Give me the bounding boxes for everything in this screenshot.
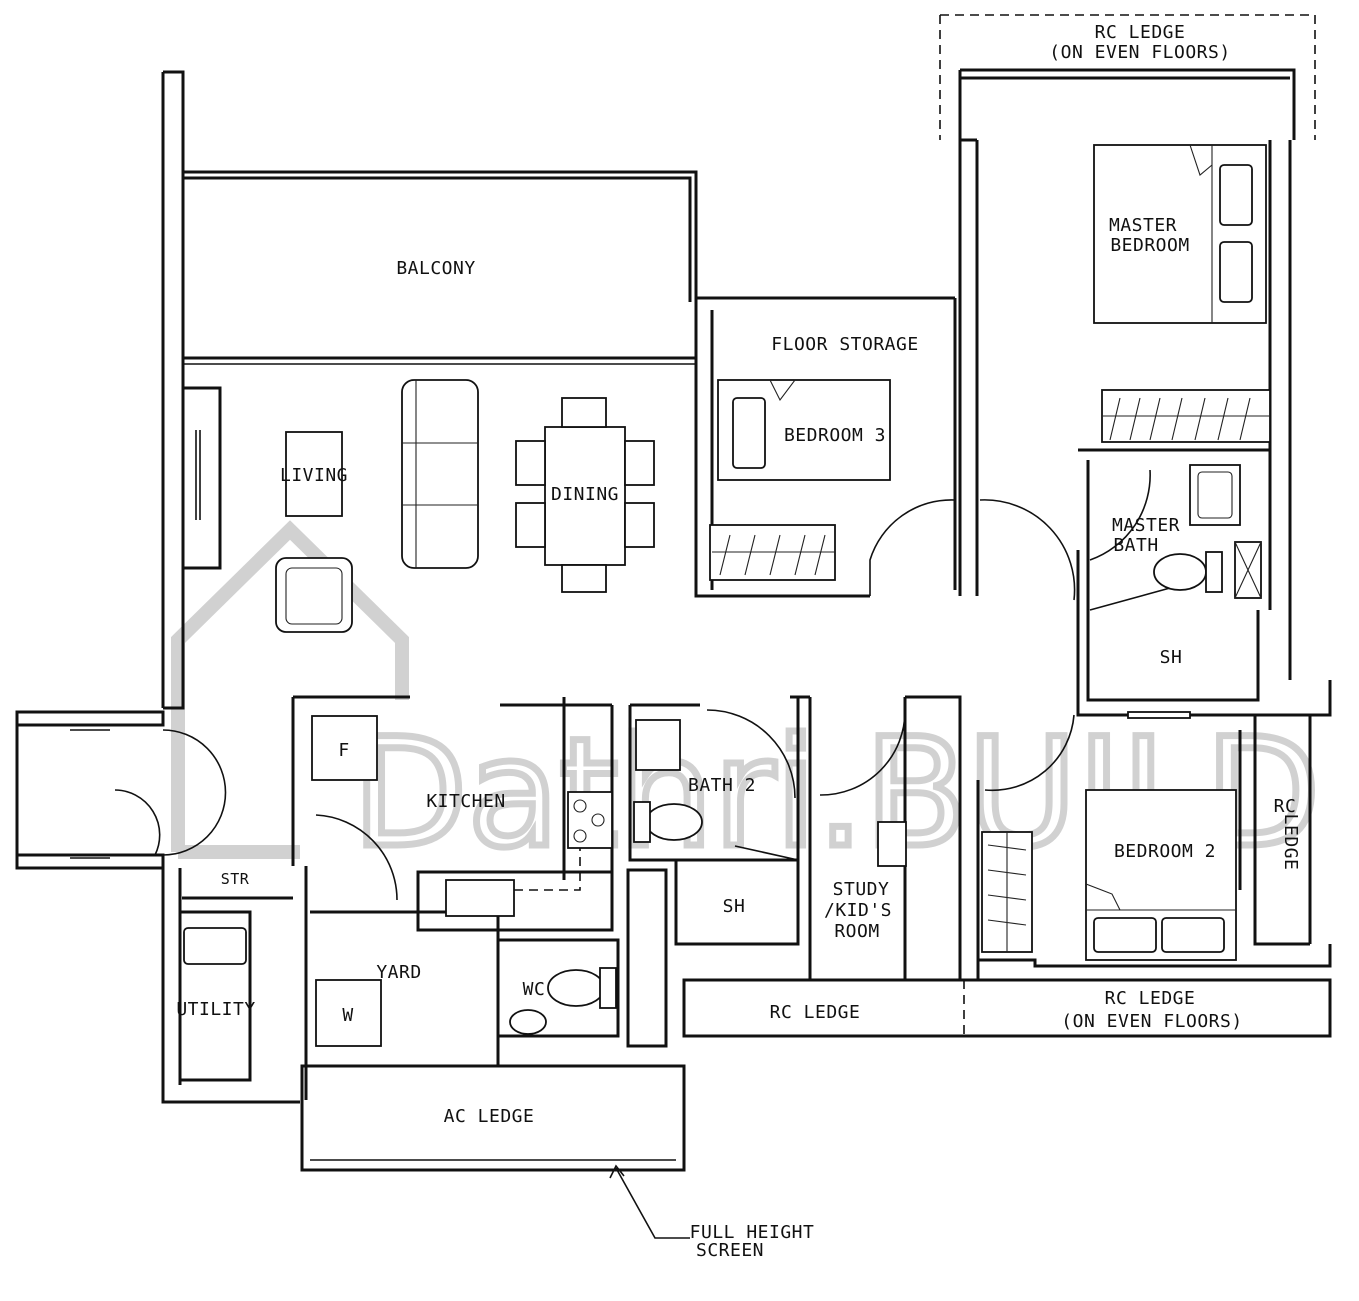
bed-2 <box>1085 789 1237 961</box>
chair <box>561 397 607 428</box>
chair <box>624 440 655 486</box>
sink <box>445 879 515 917</box>
chair <box>624 502 655 548</box>
bath2-toilet <box>645 803 703 841</box>
screen-leader-line <box>615 1167 690 1239</box>
chair <box>515 502 546 548</box>
door-swings <box>114 469 1171 901</box>
wc-basin <box>509 1009 547 1035</box>
washer <box>315 979 382 1047</box>
label-study-1: STUDY <box>833 879 890 900</box>
dining-table <box>544 426 626 566</box>
furniture <box>183 144 1271 1047</box>
label-right-ledge: LEDGE <box>1280 814 1301 871</box>
walls <box>15 14 1332 1172</box>
label-bath-2: BATH 2 <box>688 775 756 796</box>
label-fridge: F <box>338 740 349 761</box>
label-floor-storage: FLOOR STORAGE <box>771 334 918 355</box>
label-bedroom-2: BEDROOM 2 <box>1114 841 1216 862</box>
armchair <box>275 557 353 633</box>
label-master-bedroom-1: MASTER <box>1109 215 1177 236</box>
label-study-2: /KID'S <box>824 900 892 921</box>
sofa <box>401 379 479 569</box>
label-right-rc: RC <box>1274 796 1297 817</box>
room-labels: RC LEDGE (ON EVEN FLOORS) BALCONY LIVING… <box>176 22 1301 1261</box>
label-yard: YARD <box>376 962 421 983</box>
label-washer: W <box>342 1005 353 1026</box>
label-balcony: BALCONY <box>396 258 475 279</box>
wc-toilet <box>547 969 605 1007</box>
label-dining: DINING <box>551 484 619 505</box>
label-bottom-right-rc-ledge-1: RC LEDGE <box>1105 988 1196 1009</box>
watermark-house-icon <box>171 520 409 859</box>
toilet <box>1153 553 1207 591</box>
coffee-table <box>285 431 343 517</box>
label-bottom-rc-ledge: RC LEDGE <box>770 1002 861 1023</box>
study-desk <box>877 821 907 867</box>
label-str: STR <box>221 870 250 888</box>
label-master-bath-1: MASTER <box>1112 515 1180 536</box>
label-ac-ledge: AC LEDGE <box>444 1106 535 1127</box>
label-bath-2-sh: SH <box>723 896 746 917</box>
label-kitchen: KITCHEN <box>426 791 505 812</box>
chair <box>561 564 607 593</box>
label-wc: WC <box>523 979 546 1000</box>
hob <box>567 791 613 849</box>
label-living: LIVING <box>280 465 348 486</box>
label-bottom-right-rc-ledge-2: (ON EVEN FLOORS) <box>1061 1011 1242 1032</box>
label-master-bath-2: BATH <box>1113 535 1158 556</box>
label-screen-2: SCREEN <box>696 1240 764 1261</box>
label-top-rc-ledge-2: (ON EVEN FLOORS) <box>1049 42 1230 63</box>
label-bedroom-3: BEDROOM 3 <box>784 425 886 446</box>
label-screen-1: FULL HEIGHT <box>690 1222 815 1243</box>
label-master-sh: SH <box>1160 647 1183 668</box>
label-master-bedroom-2: BEDROOM <box>1110 235 1189 256</box>
label-study-3: ROOM <box>834 921 879 942</box>
fridge <box>311 715 378 781</box>
label-utility: UTILITY <box>176 999 255 1020</box>
label-top-rc-ledge-1: RC LEDGE <box>1095 22 1186 43</box>
chair <box>515 440 546 486</box>
bath2-basin <box>635 719 681 771</box>
utility-bed <box>183 927 247 965</box>
